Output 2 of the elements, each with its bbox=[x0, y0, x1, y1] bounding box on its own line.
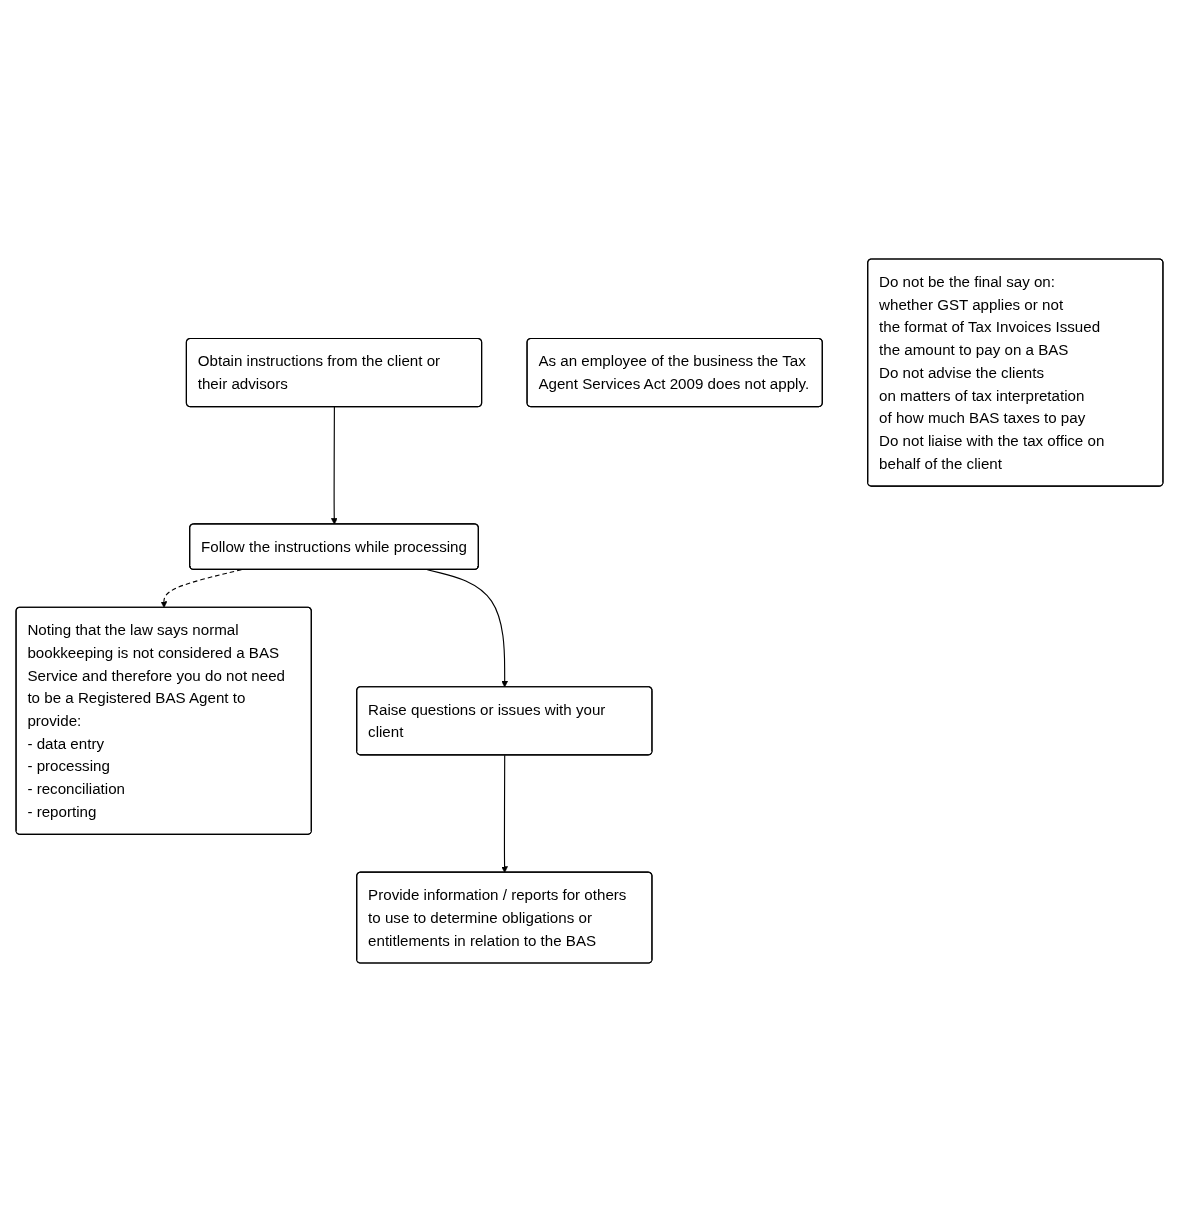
arrow bbox=[330, 406, 338, 525]
arrow bbox=[501, 754, 508, 873]
